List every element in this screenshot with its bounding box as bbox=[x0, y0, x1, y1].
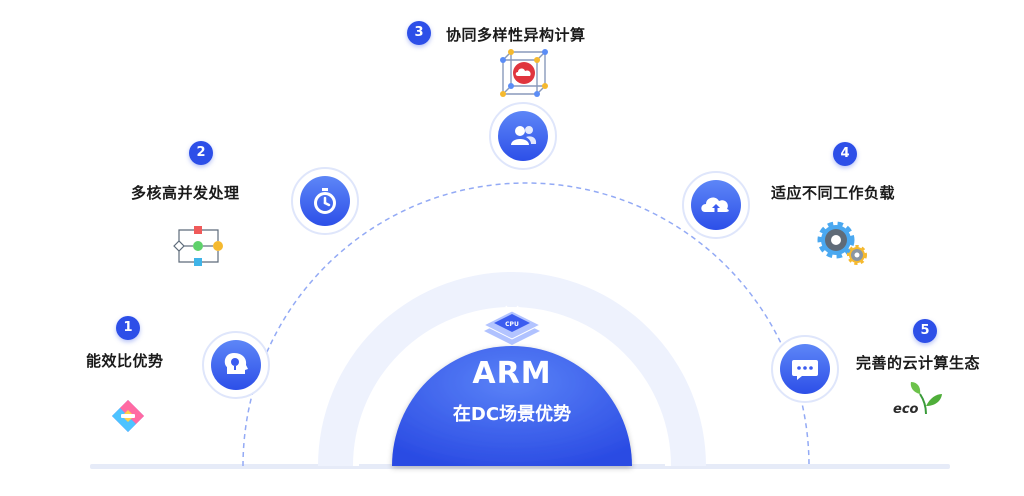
gears-icon bbox=[817, 221, 867, 265]
node-5-ecosystem bbox=[771, 335, 839, 403]
node-1-label: 能效比优势 bbox=[86, 352, 164, 370]
halo-inner-edge bbox=[353, 307, 671, 467]
cloud-cube-network-icon bbox=[500, 49, 548, 97]
node-3-heterogeneous bbox=[489, 102, 557, 170]
cpu-chip-label: CPU bbox=[505, 321, 519, 328]
badge-4: 4 bbox=[833, 142, 857, 166]
badge-3: 3 bbox=[407, 21, 431, 45]
users-icon bbox=[511, 126, 537, 145]
node-4-label: 适应不同工作负载 bbox=[771, 184, 896, 202]
node-3-label: 协同多样性异构计算 bbox=[446, 26, 586, 44]
badge-1: 1 bbox=[116, 316, 140, 340]
layered-diamond-icon bbox=[112, 400, 144, 432]
center-subtitle: 在DC场景优势 bbox=[452, 404, 572, 425]
node-4-workloads bbox=[682, 171, 750, 239]
process-flow-icon bbox=[173, 226, 223, 266]
lightbulb-head-icon bbox=[224, 353, 248, 374]
chat-bubble-icon bbox=[792, 360, 818, 380]
node-2-multicore bbox=[291, 167, 359, 235]
stopwatch-icon bbox=[314, 188, 336, 214]
eco-label: eco bbox=[893, 402, 919, 417]
cpu-chip-icon: CPU bbox=[481, 305, 543, 345]
eco-sprout-icon bbox=[910, 382, 942, 415]
ground-line bbox=[90, 464, 950, 469]
node-2-label: 多核高并发处理 bbox=[131, 184, 240, 202]
halo-ring bbox=[318, 272, 706, 466]
arm-core bbox=[392, 346, 632, 466]
cloud-upload-icon bbox=[701, 197, 729, 212]
node-1-energy-efficiency bbox=[202, 331, 270, 399]
outer-orbit-arc bbox=[242, 182, 810, 467]
node-5-label: 完善的云计算生态 bbox=[856, 354, 981, 372]
center-title: ARM bbox=[472, 356, 552, 391]
badge-2: 2 bbox=[189, 141, 213, 165]
badge-5: 5 bbox=[913, 319, 937, 343]
